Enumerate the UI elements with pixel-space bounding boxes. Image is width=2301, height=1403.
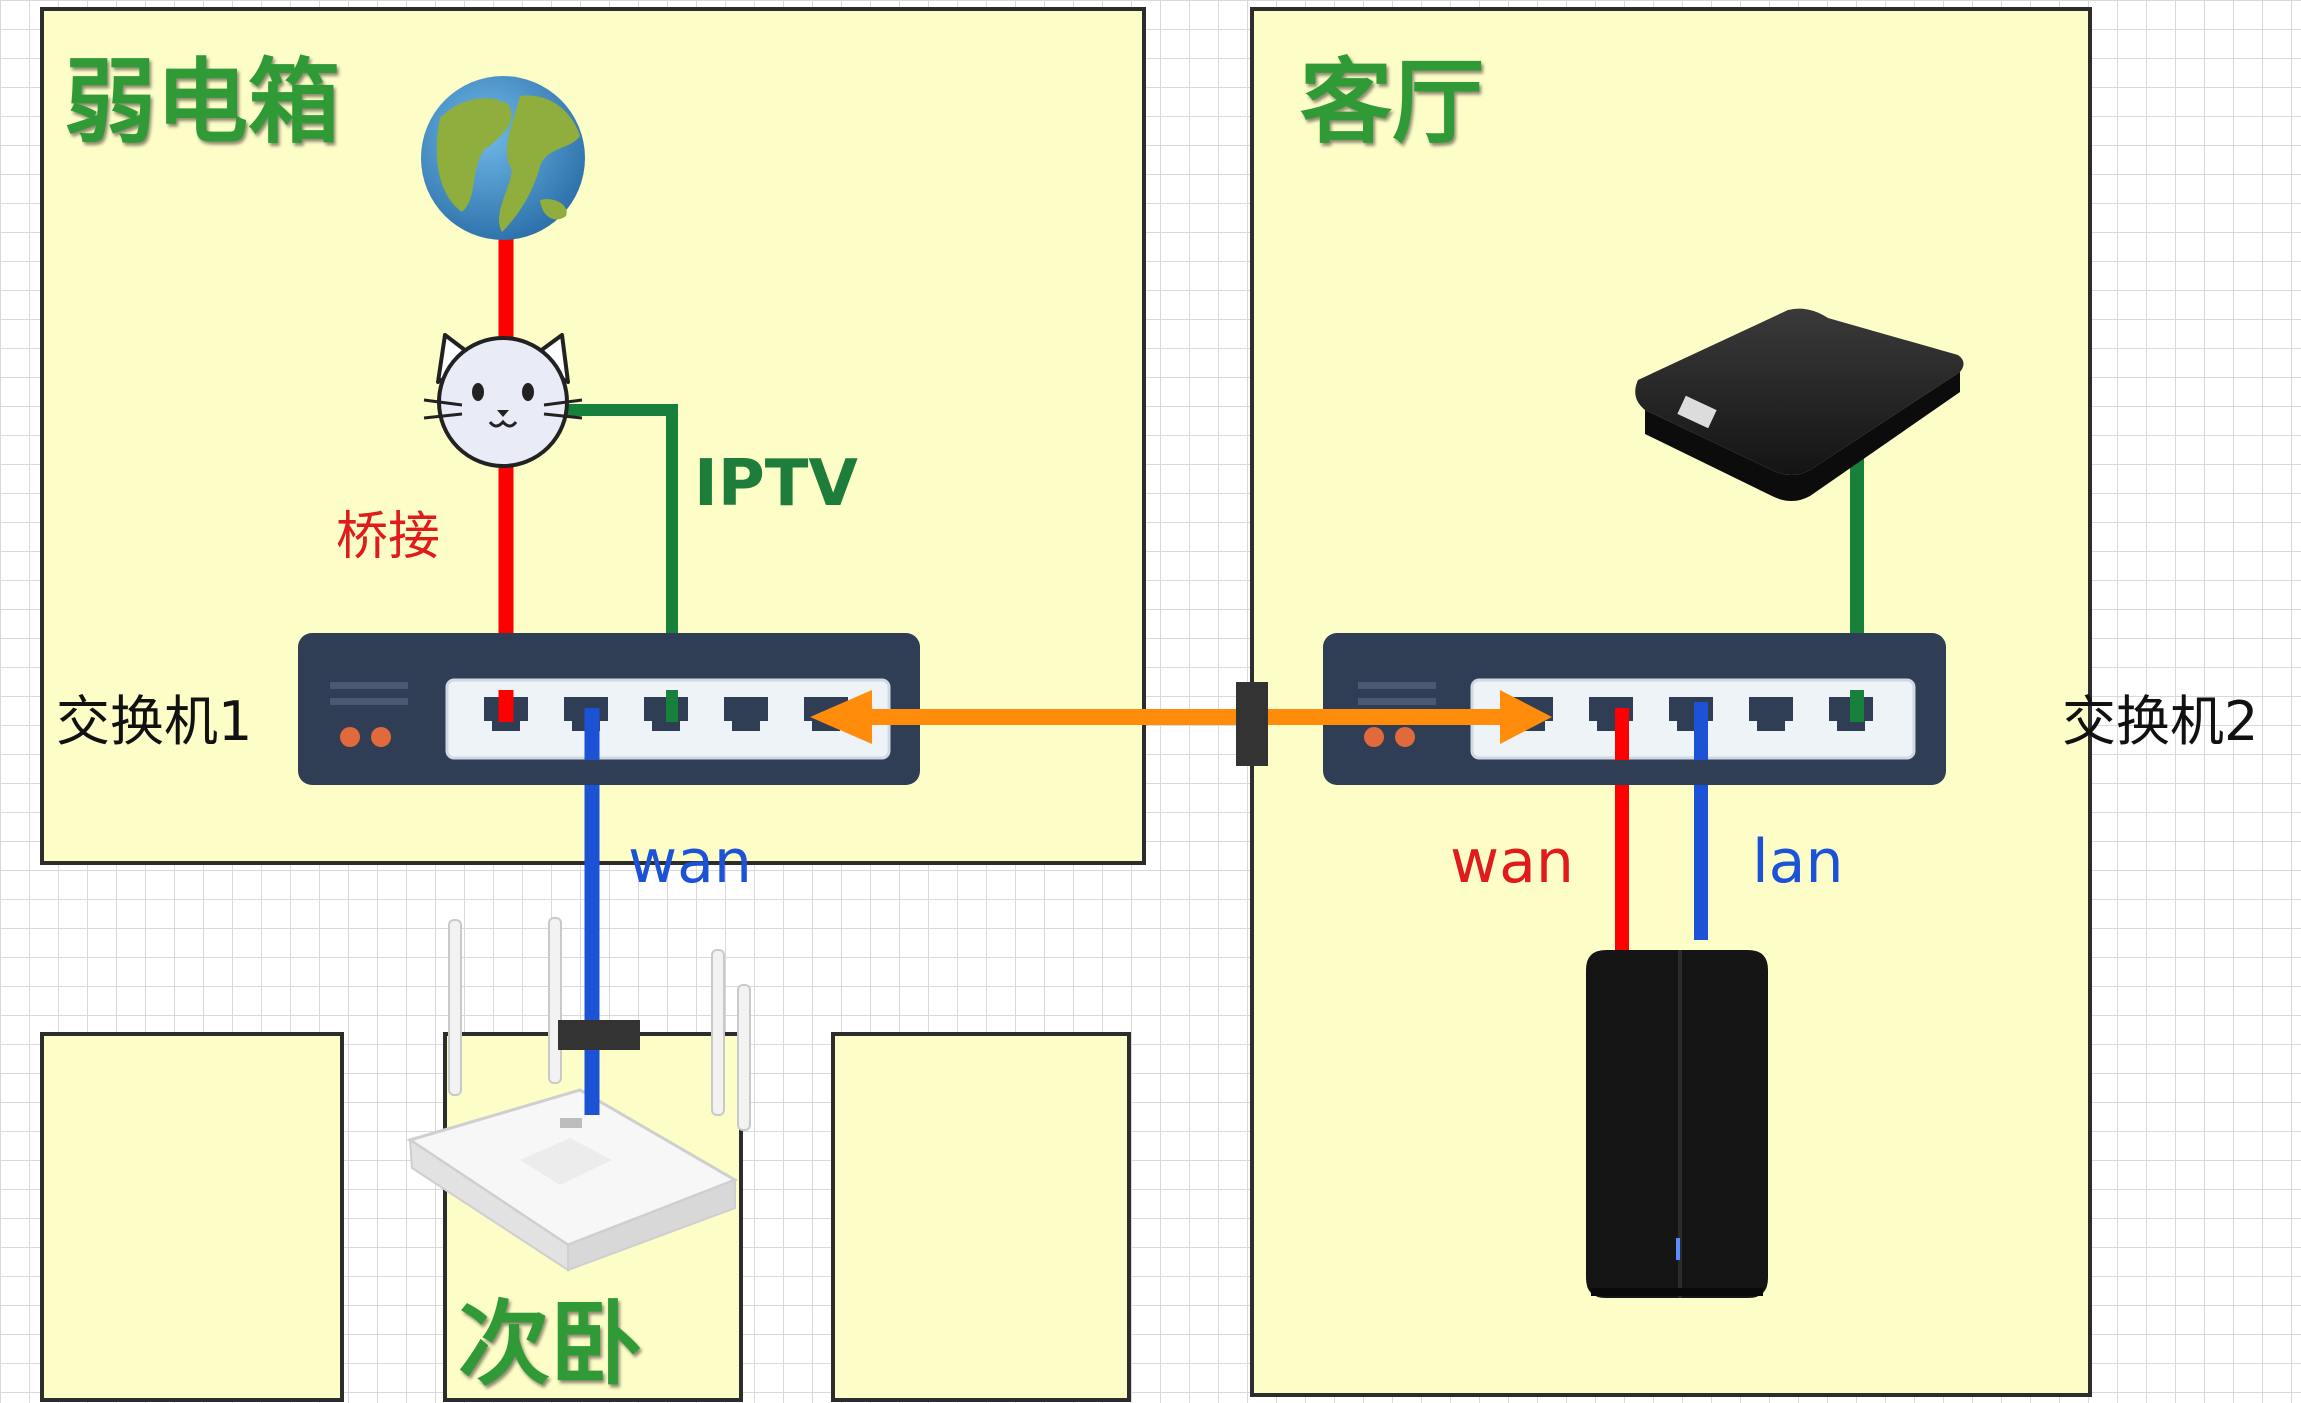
- black-router-icon: [1586, 950, 1768, 1298]
- orange-trunk-link: [810, 690, 1552, 744]
- globe-icon: [421, 76, 585, 240]
- green-iptv-cable-left: [560, 404, 678, 700]
- lan-label-right: lan: [1752, 827, 1844, 897]
- switch-2-label: 交换机2: [2062, 690, 2259, 753]
- room-title-weak-box: 弱电箱: [64, 49, 341, 156]
- switch-2-icon: [1323, 633, 1946, 785]
- wan-label-right: wan: [1450, 827, 1574, 897]
- room-right-small: [831, 1032, 1131, 1402]
- set-top-box-icon: [1635, 308, 1964, 501]
- cat-modem-icon: [423, 333, 583, 468]
- room-title-second-bedroom: 次卧: [458, 1291, 643, 1398]
- cable-clip: [558, 1020, 640, 1050]
- white-router-icon: [406, 917, 751, 1272]
- room-title-living-room: 客厅: [1300, 49, 1485, 156]
- wall-connector: [1236, 682, 1268, 766]
- switch-1-label: 交换机1: [56, 690, 253, 753]
- iptv-label: IPTV: [694, 447, 858, 521]
- bridge-label: 桥接: [336, 507, 441, 567]
- wan-label-left: wan: [628, 827, 752, 897]
- switch-1-icon: [298, 633, 920, 785]
